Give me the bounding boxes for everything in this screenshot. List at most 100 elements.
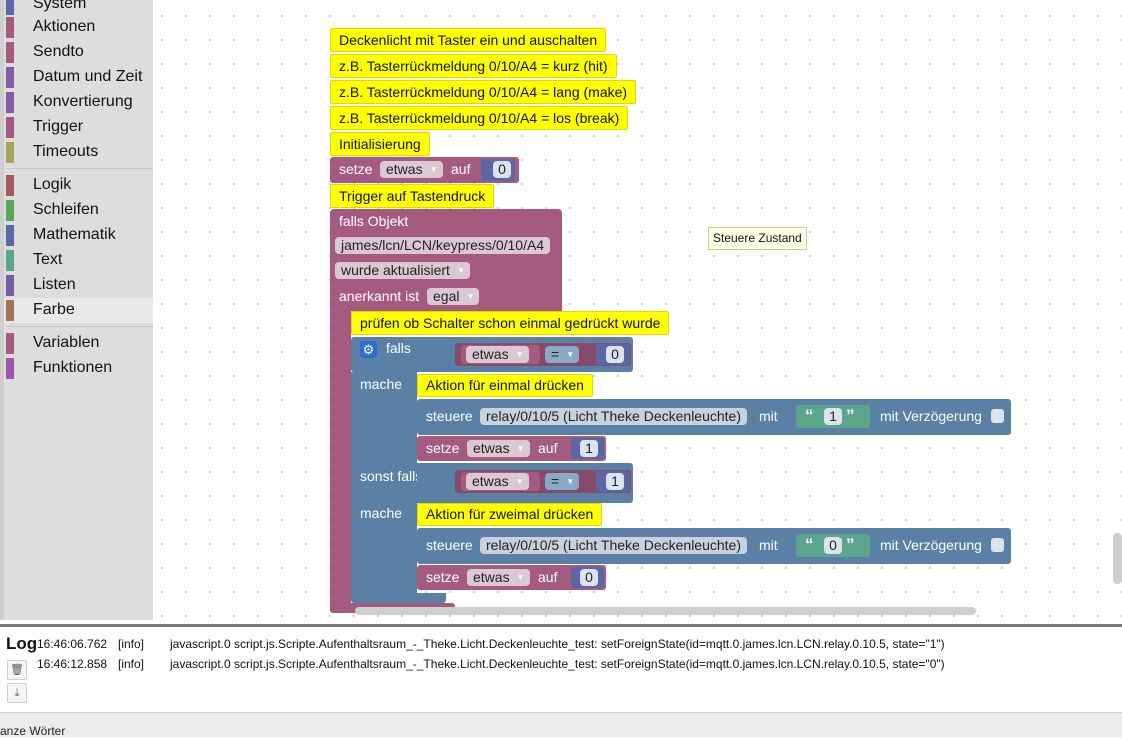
comment-block[interactable]: Deckenlicht mit Taster ein und auschalte… — [330, 28, 607, 52]
mache-label: mache — [360, 376, 403, 392]
toolbox-edge — [0, 0, 4, 620]
category-color-bar — [6, 92, 14, 113]
comment-block[interactable]: z.B. Tasterrückmeldung 0/10/A4 = lang (m… — [330, 80, 637, 104]
set-variable-block[interactable]: setze etwas▼ auf 0 — [417, 565, 606, 590]
compare-block[interactable]: etwas▼ =▼ 0 — [455, 343, 631, 366]
text-block[interactable]: “ 0 ” — [796, 534, 870, 557]
control-block[interactable]: steuere relay/0/10/5 (Licht Theke Decken… — [417, 399, 1011, 435]
variable-dropdown[interactable]: etwas▼ — [467, 440, 530, 457]
vertical-scrollbar[interactable] — [1113, 533, 1122, 584]
number-block[interactable]: 0 — [481, 159, 515, 181]
toolbox-category-mathematik[interactable]: Mathematik — [4, 223, 153, 248]
category-color-bar — [6, 250, 14, 271]
setze-label: setze — [426, 440, 460, 456]
toolbox-category-farbe[interactable]: Farbe — [4, 298, 153, 323]
variable-dropdown[interactable]: etwas▼ — [466, 346, 529, 363]
comment-block[interactable]: Aktion für einmal drücken — [417, 374, 593, 397]
setze-label: setze — [426, 569, 460, 585]
auf-label: auf — [451, 161, 471, 177]
operator-text: = — [551, 473, 560, 489]
delay-checkbox[interactable] — [991, 538, 1004, 552]
toolbox-category-trigger[interactable]: Trigger — [4, 115, 153, 140]
object-id-field[interactable]: james/lcn/LCN/keypress/0/10/A4 — [335, 237, 551, 254]
text-value-field[interactable]: 0 — [824, 537, 842, 554]
open-quote-icon: “ — [805, 406, 814, 425]
text-value-field[interactable]: 1 — [824, 408, 842, 425]
toolbox-category-funktionen[interactable]: Funktionen — [4, 356, 153, 381]
delay-checkbox[interactable] — [991, 409, 1004, 423]
trigger-condition-dropdown[interactable]: wurde aktualisiert▼ — [335, 262, 470, 279]
comment-block[interactable]: Aktion für zweimal drücken — [417, 503, 603, 526]
delay-label: mit Verzögerung — [880, 537, 982, 553]
auf-label: auf — [538, 569, 558, 585]
variable-dropdown[interactable]: etwas▼ — [467, 569, 530, 586]
delay-label: mit Verzögerung — [880, 408, 982, 424]
if-block[interactable]: ⚙ falls etwas▼ =▼ 0 — [351, 337, 633, 372]
toolbox-category-timeouts[interactable]: Timeouts — [4, 140, 153, 165]
set-variable-block-init[interactable]: setze etwas▼ auf 0 — [330, 157, 519, 183]
toolbox-category-system[interactable]: System — [4, 0, 153, 17]
variable-get-block[interactable]: etwas▼ — [461, 345, 540, 364]
trash-icon[interactable]: 🗑 — [7, 660, 27, 680]
log-level: [info] — [118, 657, 145, 671]
comment-block[interactable]: Trigger auf Tastendruck — [330, 184, 495, 208]
number-block[interactable]: 0 — [571, 567, 604, 588]
category-color-bar — [6, 300, 14, 321]
close-quote-icon: ” — [846, 406, 855, 425]
number-field[interactable]: 0 — [580, 569, 598, 586]
set-variable-block[interactable]: setze etwas▼ auf 1 — [417, 436, 606, 461]
number-block[interactable]: 0 — [596, 344, 630, 365]
horizontal-scrollbar[interactable] — [355, 607, 976, 615]
compare-block[interactable]: etwas▼ =▼ 1 — [455, 470, 631, 493]
dropdown-arrow-icon: ▼ — [515, 477, 524, 486]
target-dropdown[interactable]: relay/0/10/5 (Licht Theke Deckenleuchte) — [480, 408, 747, 425]
falls-label: falls — [386, 340, 411, 356]
blockly-workspace[interactable]: System Aktionen Sendto Datum und Zeit Ko… — [0, 0, 1122, 620]
comment-block[interactable]: z.B. Tasterrückmeldung 0/10/A4 = los (br… — [330, 106, 629, 130]
status-text: anze Wörter — [0, 724, 66, 738]
gear-icon[interactable]: ⚙ — [360, 341, 377, 358]
variable-get-block[interactable]: etwas▼ — [461, 472, 540, 491]
dropdown-arrow-icon: ▼ — [515, 350, 524, 359]
toolbox-category-datum-und-zeit[interactable]: Datum und Zeit — [4, 65, 153, 90]
number-field[interactable]: 0 — [606, 346, 624, 363]
ack-dropdown[interactable]: egal▼ — [427, 288, 480, 305]
category-color-bar — [6, 0, 14, 15]
toolbox-category-variablen[interactable]: Variablen — [4, 331, 153, 356]
log-message: javascript.0 script.js.Scripte.Aufenthal… — [170, 657, 945, 671]
toolbox-category-konvertierung[interactable]: Konvertierung — [4, 90, 153, 115]
comment-block[interactable]: z.B. Tasterrückmeldung 0/10/A4 = kurz (h… — [330, 54, 617, 78]
target-dropdown[interactable]: relay/0/10/5 (Licht Theke Deckenleuchte) — [480, 537, 747, 554]
toolbox-category-schleifen[interactable]: Schleifen — [4, 198, 153, 223]
operator-dropdown[interactable]: =▼ — [545, 473, 580, 490]
operator-dropdown[interactable]: =▼ — [545, 346, 580, 363]
variable-name: etwas — [473, 569, 510, 585]
toolbox-category-logik[interactable]: Logik — [4, 173, 153, 198]
category-label: Aktionen — [33, 18, 96, 35]
auf-label: auf — [538, 440, 558, 456]
number-block[interactable]: 1 — [571, 438, 604, 459]
category-label: Logik — [33, 176, 72, 193]
download-icon[interactable]: ⤓ — [7, 683, 27, 703]
number-field[interactable]: 0 — [493, 161, 511, 178]
comment-block[interactable]: prüfen ob Schalter schon einmal gedrückt… — [351, 311, 670, 335]
control-block[interactable]: steuere relay/0/10/5 (Licht Theke Decken… — [417, 528, 1011, 564]
if-block-mache-arm: mache — [351, 372, 417, 463]
trigger-block[interactable]: falls Objekt james/lcn/LCN/keypress/0/10… — [330, 209, 562, 311]
comment-block[interactable]: Initialisierung — [330, 132, 430, 156]
toolbox-category-aktionen[interactable]: Aktionen — [4, 15, 153, 40]
mit-label: mit — [759, 408, 778, 424]
toolbox-category-listen[interactable]: Listen — [4, 273, 153, 298]
number-field[interactable]: 1 — [580, 440, 598, 457]
variable-dropdown[interactable]: etwas▼ — [380, 161, 443, 178]
toolbox-category-sendto[interactable]: Sendto — [4, 40, 153, 65]
category-color-bar — [6, 275, 14, 296]
category-label: Listen — [33, 276, 76, 293]
number-field[interactable]: 1 — [606, 473, 624, 490]
text-block[interactable]: “ 1 ” — [796, 405, 870, 428]
log-time: 16:46:06.762 — [37, 637, 108, 651]
variable-dropdown[interactable]: etwas▼ — [466, 473, 529, 490]
toolbox-category-text[interactable]: Text — [4, 248, 153, 273]
number-block[interactable]: 1 — [596, 471, 630, 492]
variable-name: etwas — [473, 440, 510, 456]
